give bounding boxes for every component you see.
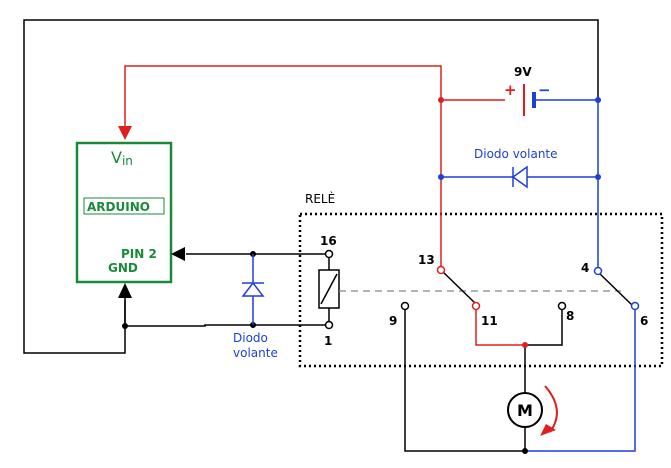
arduino-pin2-label: PIN 2	[121, 247, 157, 261]
pin-1-label: 1	[324, 334, 332, 348]
motor-wire-bottom-black	[404, 310, 525, 452]
arduino-gnd-label: GND	[108, 261, 138, 275]
top-diode-label: Diodo volante	[474, 147, 558, 161]
battery-voltage: 9V	[514, 65, 532, 79]
relay-coil-slash	[320, 273, 338, 305]
left-diode-icon	[241, 281, 265, 297]
battery-plus-sign: +	[504, 81, 517, 99]
pin-16-label: 16	[320, 234, 337, 248]
ground-wire-outer	[23, 19, 599, 354]
relay-label: RELÈ	[305, 191, 335, 206]
pin-4-label: 4	[581, 261, 589, 275]
relay-pin-9	[400, 301, 410, 311]
relay-pin-4	[593, 266, 603, 276]
arduino-name-box	[83, 197, 165, 215]
motor-wire-bottom-blue	[525, 310, 636, 452]
vin-arrow-icon	[118, 126, 132, 140]
top-diode-icon	[511, 165, 528, 189]
arduino-vin-label: Vin	[111, 148, 133, 168]
motor-wire-top-black	[525, 310, 563, 346]
relay-pin-13	[436, 265, 446, 275]
vin-wire	[124, 65, 442, 128]
arduino-name: ARDUINO	[87, 200, 150, 214]
node-dot	[522, 342, 528, 348]
pin-11-label: 11	[481, 314, 498, 328]
motor-label: M	[517, 401, 533, 420]
arduino-board	[75, 141, 173, 284]
pin1-wire	[125, 324, 329, 327]
left-diode-label-1: Diodo	[233, 331, 268, 345]
switch-left-arm	[440, 269, 477, 305]
motor-wire-top-red	[475, 310, 525, 346]
pin2-arrow-icon	[171, 247, 185, 261]
node-dot	[438, 97, 444, 103]
node-dot	[122, 323, 128, 329]
pin-13-label: 13	[418, 253, 435, 267]
pin-8-label: 8	[566, 309, 574, 323]
left-diode-label-2: volante	[233, 346, 278, 360]
relay-pin-11	[471, 301, 481, 311]
gnd-arrow-icon	[118, 283, 132, 298]
battery-minus-sign: −	[538, 81, 551, 99]
relay-pin-8	[557, 301, 567, 311]
node-dot	[522, 448, 528, 454]
pin-6-label: 6	[640, 314, 648, 328]
relay-box	[298, 212, 664, 368]
motor-icon	[507, 392, 543, 428]
relay-pin-16	[324, 249, 334, 259]
pin-9-label: 9	[389, 314, 397, 328]
rotation-arrowhead-icon	[540, 424, 556, 436]
relay-pin-6	[630, 301, 640, 311]
relay-pin-1	[324, 320, 334, 330]
switch-right-arm	[597, 271, 634, 307]
